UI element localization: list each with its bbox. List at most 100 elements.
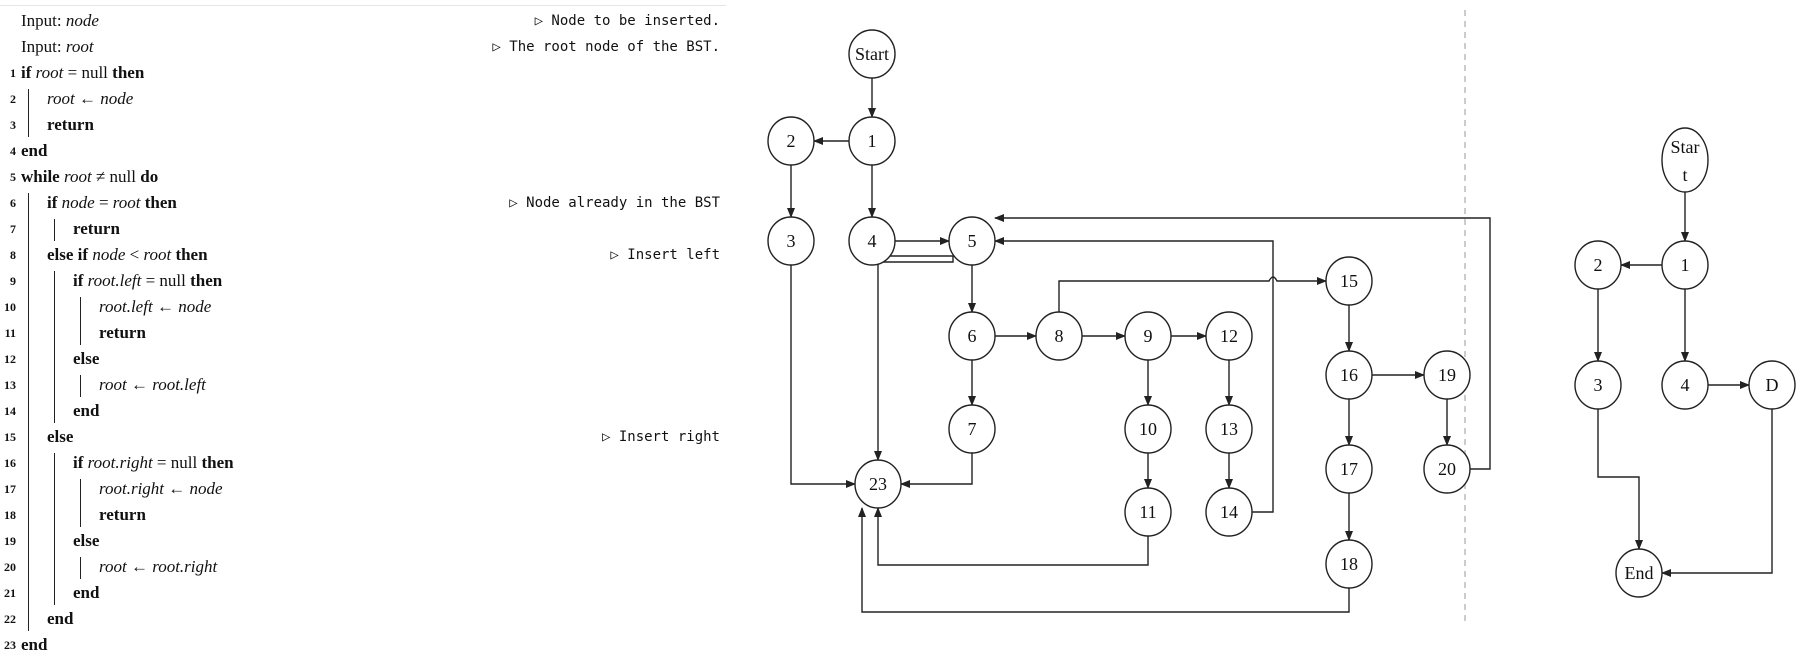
line-number: 10 [4,300,16,314]
cfg-node: 4 [1661,360,1709,410]
cfg-node: 6 [948,311,996,361]
node-label: 1 [868,131,877,151]
input-line: Input: node ▷ Node to be inserted. [0,8,726,34]
code-text: root.left ← node [99,297,212,316]
cfg-node: 3 [767,216,815,266]
node-label: 14 [1220,502,1238,522]
line-number: 7 [10,222,16,236]
flow-edge [900,453,973,488]
flow-edge [874,255,954,461]
cfg-node: 1 [1661,240,1709,290]
code-text: root ← node [47,89,134,108]
line-number: 1 [10,66,16,80]
block-bar [28,89,29,137]
cfg-node: 13 [1205,404,1253,454]
input-text: Input: node [21,11,99,30]
block-bar [80,557,81,579]
code-text: end [47,609,74,628]
code-text: if node = root then [47,193,177,212]
flow-edge [994,214,1491,470]
code-line: 9 if root.left = null then [0,268,726,294]
input-comment: ▷ Node to be inserted. [534,13,720,29]
node-label: 6 [968,326,977,346]
line-comment: ▷ Node already in the BST [509,195,720,211]
node-label: 15 [1340,271,1358,291]
block-bar [54,453,55,605]
line-number: 17 [4,482,16,496]
code-text: root ← root.left [99,375,206,394]
cfg-node: 23 [854,459,902,509]
line-number: 6 [10,196,16,210]
node-label: 10 [1139,419,1157,439]
node-label: D [1766,375,1779,395]
code-text: root.right ← node [99,479,223,498]
cfg-node: 1 [848,116,896,166]
cfg-node: 9 [1124,311,1172,361]
cfg-node: 3 [1574,360,1622,410]
code-text: if root.left = null then [73,271,223,290]
node-label: 16 [1340,365,1358,385]
line-number: 18 [4,508,16,522]
line-comment: ▷ Insert right [601,429,720,445]
cfg-node: End [1615,548,1663,598]
block-bar [54,271,55,423]
line-number: 16 [4,456,16,470]
block-bar [28,193,29,631]
code-text: while root ≠ null do [21,167,159,186]
line-number: 4 [10,144,16,158]
line-number: 12 [4,352,16,366]
code-text: return [99,323,146,342]
cfg-node: 19 [1423,350,1471,400]
line-number: 9 [10,274,16,288]
block-bar [80,479,81,527]
node-label: 4 [868,231,877,251]
algorithm-listing: Input: node▷ Node to be inserted.Input: … [0,0,730,670]
node-label: Star [1671,137,1700,157]
code-line: 7 return [0,216,726,242]
flow-edge [790,265,856,488]
flow-edge [994,237,1274,513]
cfg-node: 12 [1205,311,1253,361]
node-label: Start [855,44,889,64]
cfg-node: Start [1661,127,1709,193]
flow-edge [858,507,1350,613]
node-label: 9 [1144,326,1153,346]
code-text: if root = null then [21,63,145,82]
node-label: 17 [1340,459,1358,479]
input-line: Input: root▷ The root node of the BST. [0,34,726,60]
line-number: 20 [4,560,16,574]
top-rule [0,5,726,6]
node-label: 12 [1220,326,1238,346]
code-text: else [73,531,100,550]
cfg-node: 8 [1035,311,1083,361]
line-number: 13 [4,378,16,392]
node-label: 7 [968,419,977,439]
input-comment: ▷ The root node of the BST. [492,39,720,55]
code-text: end [21,635,48,654]
code-text: root ← root.right [99,557,218,576]
cfg-full-edges [787,78,1491,613]
block-bar [54,219,55,241]
cfg-node: 18 [1325,539,1373,589]
line-comment: ▷ Insert left [610,247,720,263]
node-label: 2 [787,131,796,151]
code-text: else [47,427,74,446]
node-label: 5 [968,231,977,251]
code-line: 13 root ← root.left [0,372,726,398]
code-text: return [73,219,120,238]
cfg-node: 16 [1325,350,1373,400]
